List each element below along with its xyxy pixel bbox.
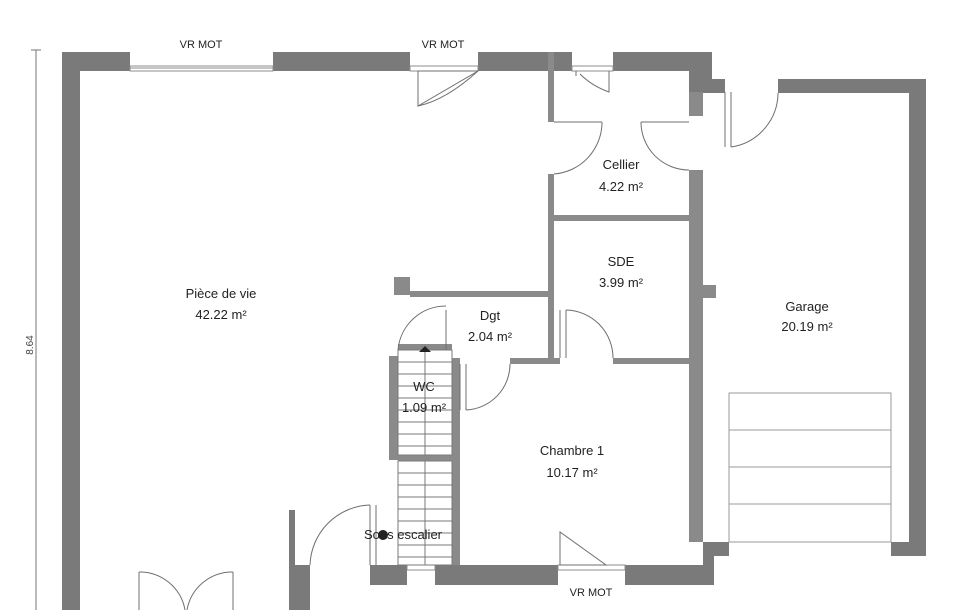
room-chambre-1: Chambre 1 10.17 m² <box>540 443 604 480</box>
room-area: 3.99 m² <box>599 275 644 290</box>
room-name: Sous escalier <box>364 527 443 542</box>
room-name: Chambre 1 <box>540 443 604 458</box>
garage-door[interactable] <box>728 392 892 543</box>
staircase <box>378 346 453 566</box>
window-label-bottom: VR MOT <box>570 587 613 599</box>
window-bottom-chambre[interactable] <box>557 531 626 571</box>
dimension-label: 8.64 <box>25 335 36 355</box>
room-wc: WC 1.09 m² <box>402 379 447 415</box>
window-top-cellier[interactable] <box>571 65 614 93</box>
room-cellier: Cellier 4.22 m² <box>599 157 644 194</box>
window-bottom-wc[interactable] <box>406 564 436 571</box>
room-area: 4.22 m² <box>599 179 644 194</box>
height-dimension: 8.64 <box>25 49 41 610</box>
exterior-walls <box>62 52 926 610</box>
room-area: 20.19 m² <box>781 319 833 334</box>
door-sous-escalier[interactable] <box>309 504 377 566</box>
door-cellier-right[interactable] <box>640 121 690 171</box>
room-name: Cellier <box>603 157 641 172</box>
room-sde: SDE 3.99 m² <box>599 254 644 290</box>
interior-walls <box>389 52 716 565</box>
door-chambre[interactable] <box>459 363 511 411</box>
stair-arrow-icon <box>419 346 431 352</box>
door-entrance[interactable] <box>138 571 234 610</box>
room-area: 42.22 m² <box>195 307 247 322</box>
room-sous-escalier: Sous escalier <box>364 527 443 542</box>
room-area: 10.17 m² <box>546 465 598 480</box>
door-cellier-left[interactable] <box>553 121 603 175</box>
room-name: SDE <box>608 254 635 269</box>
room-name: Garage <box>785 299 828 314</box>
window-top-living[interactable] <box>129 65 274 72</box>
room-area: 1.09 m² <box>402 400 447 415</box>
room-piece-de-vie: Pièce de vie 42.22 m² <box>186 286 257 322</box>
door-sde[interactable] <box>559 309 614 359</box>
room-area: 2.04 m² <box>468 329 513 344</box>
window-label-top-left: VR MOT <box>180 39 223 51</box>
stair-start-icon <box>378 530 388 540</box>
door-dgt[interactable] <box>397 305 447 351</box>
room-dgt: Dgt 2.04 m² <box>468 308 513 344</box>
window-top-door[interactable] <box>409 65 480 107</box>
door-garage-top[interactable] <box>724 92 779 148</box>
room-name: Pièce de vie <box>186 286 257 301</box>
room-name: WC <box>413 379 435 394</box>
room-name: Dgt <box>480 308 501 323</box>
room-garage: Garage 20.19 m² <box>781 299 833 334</box>
window-label-top-center: VR MOT <box>422 39 465 51</box>
